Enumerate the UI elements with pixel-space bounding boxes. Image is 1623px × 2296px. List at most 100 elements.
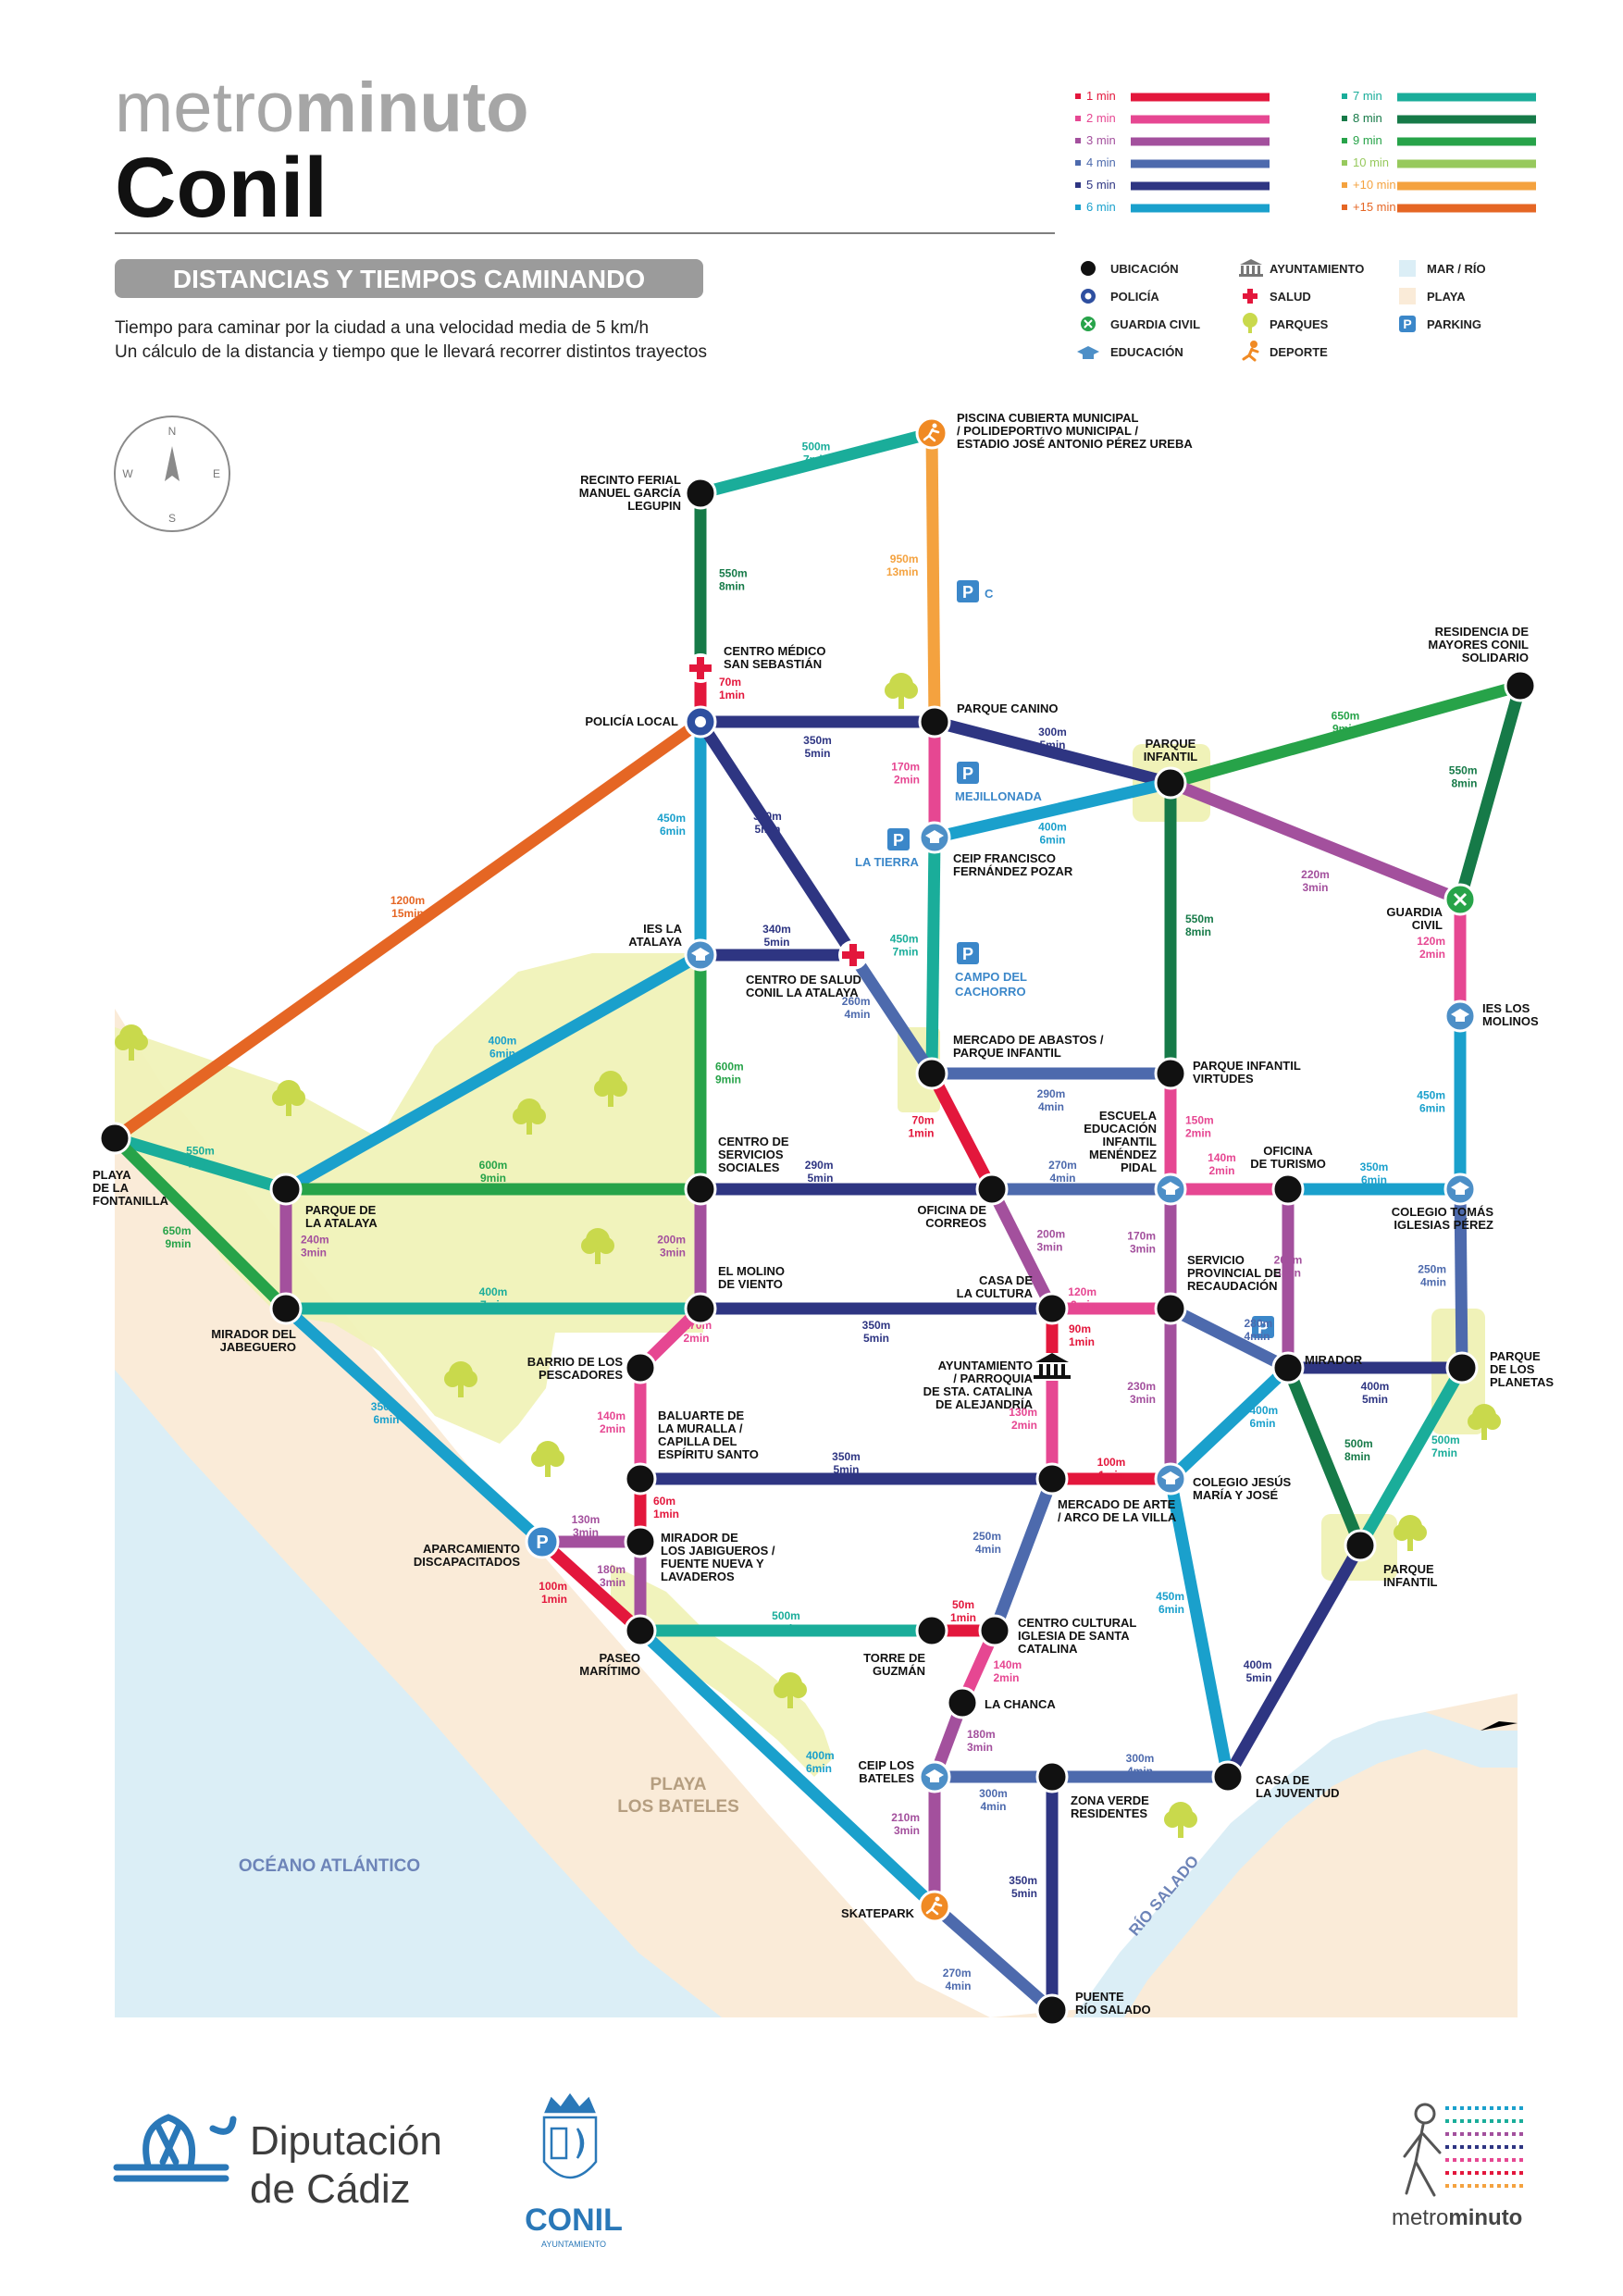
segment-time: 5min (1362, 1393, 1388, 1406)
route-segment (1454, 1188, 1468, 1369)
segment-distance: 220m (1301, 868, 1330, 881)
park-icon (444, 1361, 477, 1397)
segment-distance: 200m (1274, 1254, 1303, 1267)
station-abastos[interactable]: MERCADO DE ABASTOS /PARQUE INFANTIL (915, 1033, 1104, 1090)
segment-time: 5min (1011, 1887, 1037, 1900)
segment-distance: 90m (1069, 1322, 1091, 1335)
station-canino[interactable]: PARQUE CANINO (918, 701, 1059, 738)
health-icon (1243, 289, 1258, 304)
route-segment (933, 776, 1172, 844)
segment-distance: 260m (842, 995, 871, 1008)
station-mirador[interactable]: MIRADOR (1271, 1351, 1363, 1384)
route-segment (1282, 1365, 1367, 1548)
parking-markers: P C P MEJILLONADA P LA TIERRA P CAMPO DE… (855, 580, 1274, 1338)
station-skatepark[interactable]: SKATEPARK (841, 1890, 951, 1923)
station-label: CENTRO MÉDICO (724, 644, 826, 658)
segment-time: 5min (807, 1172, 833, 1185)
station-label: LA MURALLA / (658, 1421, 743, 1435)
station-label: INFANTIL (1144, 750, 1198, 763)
station-policia[interactable]: POLICÍA LOCAL (585, 705, 717, 738)
segment-distance: 350m (1360, 1160, 1389, 1173)
sea-area (115, 1370, 722, 2017)
station-label: EDUCACIÓN (1084, 1122, 1157, 1136)
station-label: DE TURISMO (1250, 1157, 1326, 1171)
sport-icon-head (932, 423, 937, 428)
svg-text:P: P (1403, 316, 1411, 331)
segment-distance: 550m (186, 1145, 215, 1158)
time-legend-label: 1 min (1086, 89, 1116, 103)
route-segment (110, 1134, 291, 1313)
station-mercado_arte[interactable]: MERCADO DE ARTE/ ARCO DE LA VILLA (1035, 1462, 1177, 1524)
segment-time: 6min (1158, 1603, 1184, 1616)
segment-time: 5min (754, 823, 780, 836)
compass: N S E W (114, 416, 230, 532)
town-hall-icon-column (1061, 1364, 1065, 1375)
station-chanca[interactable]: LA CHANCA (946, 1686, 1056, 1719)
park-icon (1243, 313, 1258, 333)
route-segment (930, 1902, 1057, 2015)
time-legend-label: 9 min (1353, 133, 1382, 147)
segment-time: 6min (660, 825, 686, 838)
station-dot-icon (624, 1614, 657, 1647)
station-piscina[interactable]: PISCINA CUBIERTA MUNICIPAL/ POLIDEPORTIV… (915, 411, 1193, 451)
tree-trunk (1178, 1825, 1183, 1838)
tree-crown-right (1410, 1524, 1427, 1541)
segment-distance: 300m (1038, 726, 1067, 738)
station-label: CIVIL (1412, 918, 1443, 932)
legend-bullet (1342, 116, 1347, 121)
station-label: PUENTE (1075, 1990, 1124, 2004)
station-label: RESIDENTES (1071, 1806, 1147, 1820)
education-icon-base (930, 838, 939, 843)
segment-distance: 450m (890, 933, 919, 946)
segment-distance: 350m (753, 810, 782, 823)
segment-distance: 130m (572, 1513, 601, 1526)
station-label: CENTRO DE (718, 1135, 789, 1148)
diputacion-text-2: de Cádiz (250, 2166, 411, 2212)
segment-time: 7min (803, 453, 829, 466)
tree-crown-left (272, 1089, 289, 1106)
parking-la-tierra-label: LA TIERRA (855, 855, 919, 869)
parking-cachorro-label-1: CAMPO DEL (955, 970, 1027, 984)
